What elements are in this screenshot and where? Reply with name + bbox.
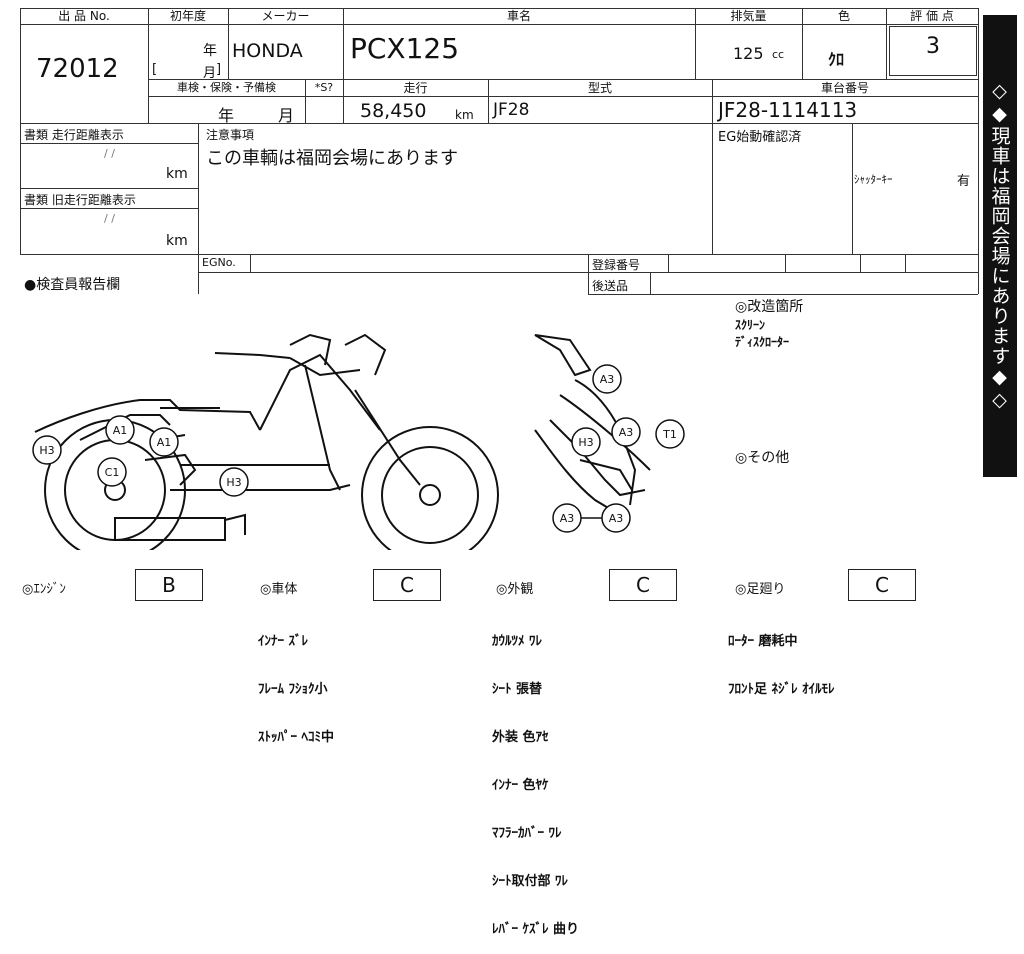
exterior-note: 外装 色ｱｾ [492,730,549,745]
score-label: 評 価 点 [910,9,954,23]
marker-label: H3 [578,436,593,449]
egno-label: EGNo. [202,256,236,269]
chassis-grade-label: ◎足廻り [735,582,786,597]
exterior-note: ﾚﾊﾞｰ ｹｽﾞﾚ 曲り [492,922,580,937]
color-value: ｸﾛ [828,50,845,69]
exterior-note: ｼｰﾄ取付部 ﾜﾚ [492,874,569,889]
marker-circle [592,364,622,394]
doc1-unit: km [166,166,188,182]
modification-item: ﾃﾞｨｽｸﾛｰﾀｰ [735,335,790,349]
inspection-label: 車検・保険・予備検 [177,81,276,94]
modification-item: ｽｸﾘｰﾝ [735,318,766,332]
body-note: ｽﾄｯﾊﾟｰ ﾍｺﾐ中 [258,730,335,745]
marker-label: A3 [600,373,615,386]
doc1-slash: / / [104,147,115,160]
modification-label: ◎改造箇所 [735,299,804,315]
marker-label: A3 [619,426,634,439]
marker-circle [32,435,62,465]
marker-label: A3 [609,512,624,525]
marker-label: C1 [105,466,120,479]
marker-circle [611,417,641,447]
engine-grade-label: ◎ｴﾝｼﾞﾝ [22,582,66,597]
marker-circle [105,415,135,445]
exterior-grade: C [609,569,677,601]
exterior-note: ｶｳﾙﾂﾒ ﾜﾚ [492,634,543,649]
chassis-grade: C [848,569,916,601]
marker-label: A1 [157,436,172,449]
color-label: 色 [837,9,850,23]
lot-number: 72012 [36,54,119,84]
notes-label: 注意事項 [206,128,255,142]
body-note: ﾌﾚｰﾑ ﾌｼｮｸ小 [258,682,328,697]
marker-label: A1 [113,424,128,437]
mileage-value: 58,450 [360,100,427,122]
shutter-key-label: ｼｬｯﾀｰｷｰ [854,173,893,186]
other-label: ◎その他 [735,450,790,466]
marker-circle [97,457,127,487]
cc-label: 排気量 [730,9,767,23]
doc2-label: 書類 旧走行距離表示 [24,193,136,207]
exterior-grade-label: ◎外観 [496,582,534,597]
month-unit: 月 [203,66,217,81]
maker-label: メーカー [261,9,310,23]
body-grade: C [373,569,441,601]
body-grade-label: ◎車体 [260,582,298,597]
chassis-note: ﾛｰﾀｰ 磨耗中 [728,634,798,649]
type-label: 型式 [587,81,612,95]
doc2-unit: km [166,233,188,249]
damage-markers [32,364,685,533]
registration-label: 登録番号 [592,258,641,272]
notes-text: この車輌は福岡会場にあります [206,148,458,169]
model-label: 車名 [506,9,531,23]
eg-start-label: EG始動確認済 [718,130,802,145]
marker-circle [655,419,685,449]
mileage-label: 走行 [403,81,428,95]
marker-circle [571,427,601,457]
scooter-diagram: H3 A1 A1 C1 H3 A3 H3 A3 T1 A3 A3 [32,333,685,550]
mileage-unit: km [455,108,474,122]
lot-label: 出 品 No. [58,9,110,23]
doc2-slash: / / [104,212,115,225]
model-value: PCX125 [350,32,460,65]
marker-label: A3 [560,512,575,525]
inspection-year: 年 [218,106,235,125]
marker-label: H3 [226,476,241,489]
marker-circle [219,467,249,497]
chassis-note: ﾌﾛﾝﾄ足 ﾈｼﾞﾚ ｵｲﾙﾓﾚ [728,682,835,697]
bracket-close: ] [216,62,222,77]
shipping-label: 後送品 [592,279,629,293]
cc-value: 125 [733,44,764,63]
type-value: JF28 [493,100,530,120]
doc1-label: 書類 走行距離表示 [24,128,124,142]
score-value: 3 [926,34,940,59]
shutter-key-value: 有 [957,174,971,189]
exterior-note: ﾏﾌﾗｰｶﾊﾞｰ ﾜﾚ [492,826,562,841]
exterior-note: ｲﾝﾅｰ 色ﾔｹ [492,778,549,793]
marker-circle [149,427,179,457]
bracket-open: [ [152,62,158,77]
marker-label: H3 [39,444,54,457]
year-label: 初年度 [169,9,206,23]
body-note: ｲﾝﾅｰ ｽﾞﾚ [258,634,309,649]
side-banner: ◇◆現車は福岡会場にあります◆◇ [983,15,1017,477]
frame-label: 車台番号 [820,81,869,95]
ask-label: *S? [314,81,334,94]
engine-grade: B [135,569,203,601]
inspection-month: 月 [278,106,295,125]
cc-unit: cc [772,48,785,61]
maker-value: HONDA [232,40,303,62]
exterior-note: ｼｰﾄ 張替 [492,682,543,697]
year-unit: 年 [203,43,217,59]
inspector-label: ●検査員報告欄 [24,277,121,293]
frame-value: JF28-1114113 [718,98,858,122]
marker-label: T1 [662,428,677,441]
